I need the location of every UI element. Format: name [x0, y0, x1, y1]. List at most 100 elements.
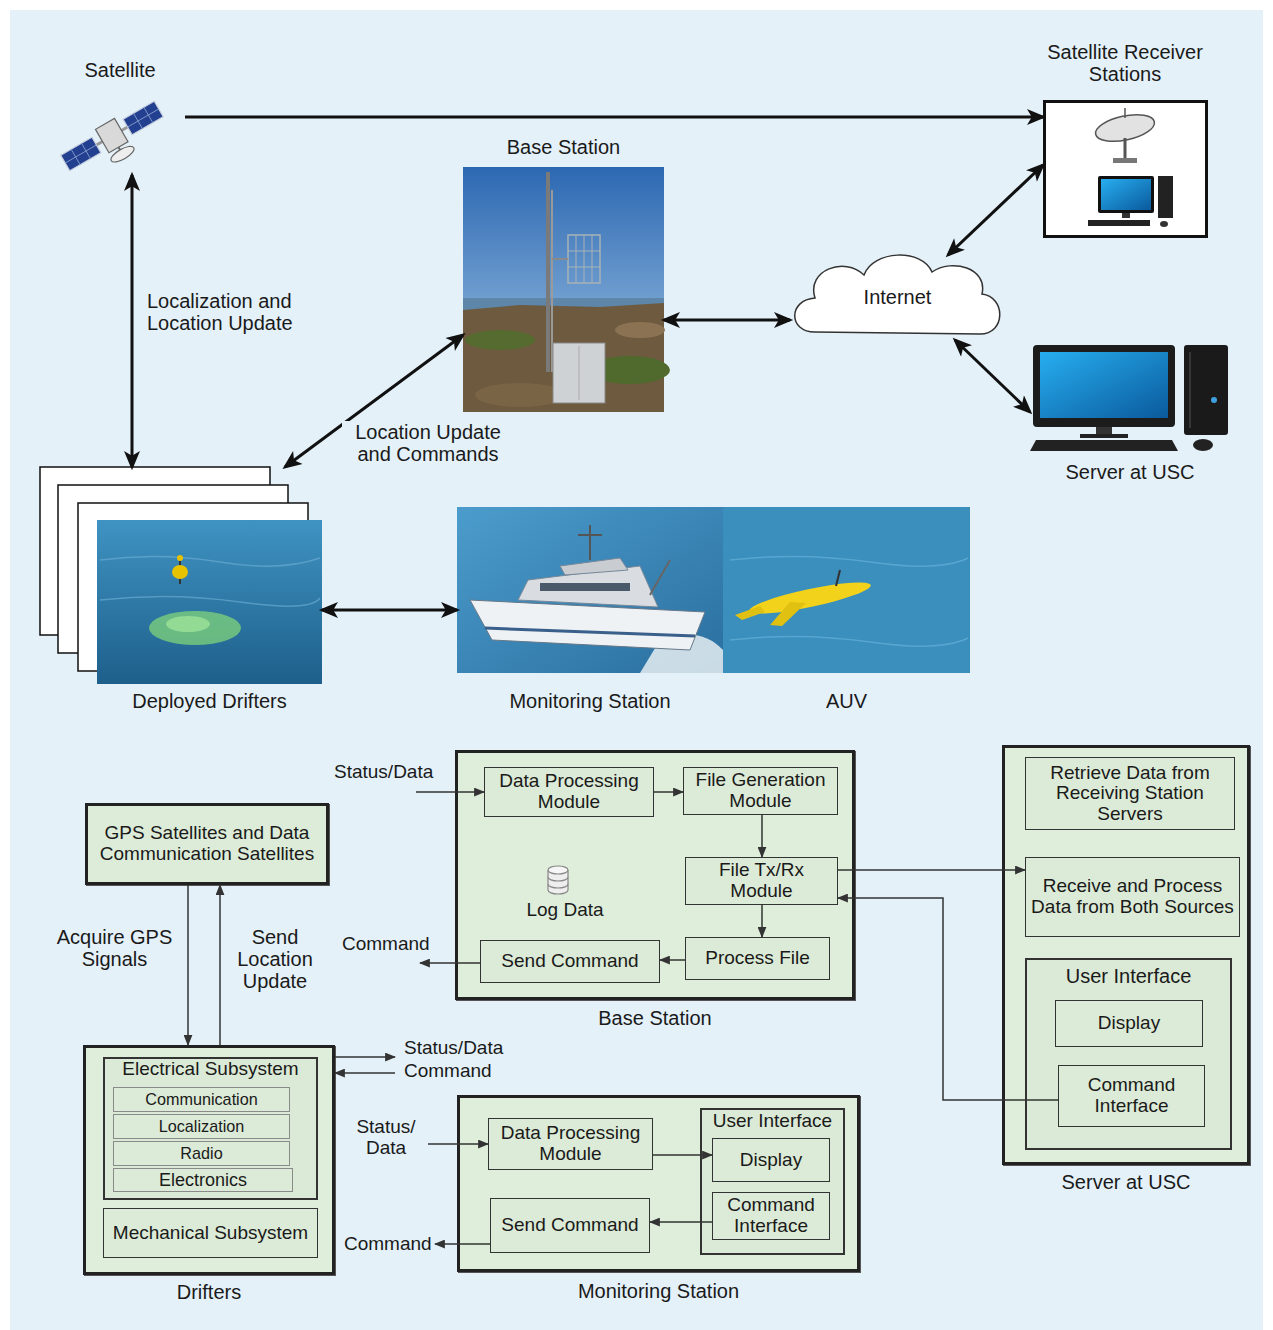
auv-photo — [747, 576, 872, 619]
node-label: Localization — [118, 1118, 285, 1135]
process-box: Command Interface — [712, 1192, 830, 1240]
receiver-station-icons — [1160, 221, 1168, 227]
node-label: Monitoring Station — [457, 1281, 860, 1303]
cloud-node: Internet — [790, 255, 1005, 340]
subsystem-container: DriftersElectrical SubsystemCommunicatio… — [83, 1045, 335, 1275]
signal-arrow-group — [335, 792, 490, 1244]
node-label: User Interface — [700, 1111, 845, 1132]
signal-label: Command — [344, 1234, 436, 1255]
connector-arrow — [219, 885, 221, 1045]
connector-arrow — [948, 165, 1043, 255]
connector-arrow — [660, 959, 685, 961]
receiver-station-icons — [1113, 158, 1137, 163]
node-label: Radio — [118, 1145, 285, 1162]
connector-arrow — [131, 175, 134, 467]
server-computer-icon — [1040, 352, 1168, 418]
node-label: Command Interface — [717, 1195, 825, 1236]
drifter-photo-stack — [100, 596, 320, 606]
base-station-photo — [579, 346, 580, 400]
base-station-photo — [465, 330, 535, 350]
auv-photo — [723, 507, 970, 673]
base-station-photo — [615, 322, 665, 338]
node-label: Internet — [794, 287, 1001, 309]
drifter-photo-stack — [177, 555, 183, 561]
monitoring-ship-photo — [589, 525, 591, 560]
signal-label: Status/Data — [404, 1038, 524, 1059]
node-label: Display — [717, 1150, 825, 1171]
process-box: Display — [1055, 1000, 1203, 1047]
node-label: Send Command — [485, 951, 655, 972]
base-station-photo — [568, 235, 600, 283]
connector-arrow — [761, 905, 763, 937]
edge-label: Send Location Update — [229, 926, 321, 992]
edge-label: Acquire GPS Signals — [52, 926, 177, 970]
base-station-photo — [463, 167, 670, 412]
node-label: Display — [1060, 1013, 1198, 1034]
base-station-photo — [584, 235, 585, 283]
node-label: Satellite Receiver Stations — [1015, 42, 1235, 85]
connector-arrow — [187, 885, 189, 1045]
node-label: Server at USC — [1030, 462, 1230, 484]
monitoring-ship-photo — [560, 558, 628, 575]
connector-arrow — [653, 1154, 712, 1156]
process-box: Retrieve Data from Receiving Station Ser… — [1025, 757, 1235, 830]
signal-label: Status/Data — [334, 762, 446, 783]
monitoring-ship-photo — [457, 507, 723, 673]
auv-photo — [730, 556, 968, 566]
station-frame: Satellite Receiver Stations — [1043, 100, 1208, 238]
connector-arrow — [185, 116, 1043, 119]
drifter-photo-stack — [166, 616, 210, 632]
node-label: Communication — [118, 1091, 285, 1108]
connector-arrow — [838, 869, 1025, 871]
process-box: Data Processing Module — [484, 767, 654, 817]
drifter-photo-stack — [172, 565, 188, 579]
node-label: Monitoring Station — [457, 691, 723, 713]
database-icon — [548, 866, 568, 874]
base-station-photo — [552, 258, 568, 260]
signal-label: Log Data — [520, 900, 610, 921]
subsystem-container: Server at USCRetrieve Data from Receivin… — [1002, 745, 1250, 1165]
receiver-station-icons — [1043, 100, 1208, 238]
connector-arrow — [838, 898, 1058, 1100]
node-label: File Tx/Rx Module — [690, 860, 833, 901]
satellite-icon — [58, 97, 172, 186]
component-box: Radio — [113, 1141, 290, 1166]
database-icon — [548, 877, 568, 881]
edge-label: Location Update and Commands — [342, 421, 514, 465]
component-box: Electronics — [113, 1168, 293, 1192]
node-label: Mechanical Subsystem — [108, 1223, 313, 1244]
server-computer-icon — [1033, 345, 1175, 427]
node-label: GPS Satellites and Data Communication Sa… — [92, 823, 322, 864]
connector-arrow — [322, 609, 457, 612]
node-label: AUV — [723, 691, 970, 713]
server-computer-icon — [1193, 439, 1213, 451]
satellite-icon — [128, 109, 159, 127]
node-label: Data Processing Module — [493, 1123, 648, 1164]
receiver-station-icons — [1124, 108, 1126, 118]
signal-arrow — [335, 1072, 395, 1074]
server-computer-icon — [1030, 440, 1178, 451]
process-box: Mechanical Subsystem — [103, 1208, 318, 1258]
server-computer-icon — [1030, 345, 1228, 451]
subsystem-container: Monitoring StationData Processing Module… — [457, 1095, 860, 1272]
connector-arrow — [761, 815, 763, 857]
auv-photo — [723, 507, 970, 673]
node-label: Electrical Subsystem — [103, 1059, 318, 1080]
node-label: Electronics — [118, 1171, 288, 1189]
process-box: Receive and Process Data from Both Sourc… — [1025, 857, 1240, 937]
photo-node: Monitoring Station — [457, 507, 723, 673]
receiver-station-icons — [1098, 176, 1154, 213]
edge-group — [132, 117, 1058, 1222]
receiver-station-icons — [1101, 179, 1151, 210]
auv-photo — [770, 602, 806, 626]
signal-arrow — [428, 1143, 488, 1145]
signal-arrow — [416, 791, 484, 793]
node-label: Base Station — [455, 1008, 855, 1030]
satellite-icon — [109, 143, 137, 165]
drifter-photo-stack — [40, 467, 322, 684]
server-computer-icon — [1080, 434, 1128, 438]
node-label: Send Command — [495, 1215, 645, 1236]
monitoring-ship-photo — [457, 507, 723, 673]
component-box: Localization — [113, 1114, 290, 1139]
signal-arrow — [335, 1056, 395, 1058]
